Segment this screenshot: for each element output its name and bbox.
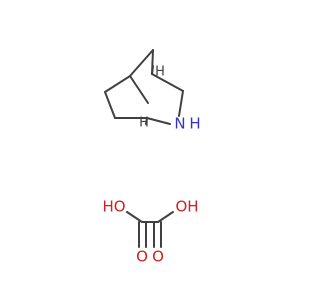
right-hydroxyl-label: OH <box>175 198 198 216</box>
chemical-structure-drawing: H H N H HO OH O O <box>102 49 201 266</box>
bond-ring-right-side <box>178 90 184 117</box>
right-carbonyl-oxygen-label: O <box>152 248 164 266</box>
stereo-hydrogen-bottom: H <box>139 116 149 131</box>
oxalic-acid-structure: HO OH O O <box>102 198 198 266</box>
bond-stereo-bottom <box>145 117 148 125</box>
stereo-hydrogen-top: H <box>155 65 165 80</box>
bond-bridge-left <box>129 49 154 77</box>
azabicycloheptane-structure: H H N H <box>104 49 201 133</box>
bond-ring-right-top <box>151 73 184 92</box>
bond-bridge-down <box>129 75 149 104</box>
bond-left-carbon-hydroxyl <box>126 211 143 223</box>
bond-stereo-top <box>151 65 154 75</box>
nitrogen-atom-label: N <box>174 115 185 133</box>
bond-ring-to-nitrogen <box>146 117 171 125</box>
left-carbonyl-oxygen-label: O <box>136 248 148 266</box>
bond-ring-left-top <box>104 75 131 93</box>
molecule-canvas: H H N H HO OH O O <box>102 49 201 266</box>
left-hydroxyl-label: HO <box>102 198 125 216</box>
amine-hydrogen-label: H <box>189 115 200 133</box>
bond-right-carbon-hydroxyl <box>157 211 174 223</box>
bond-ring-left-side <box>104 91 116 119</box>
